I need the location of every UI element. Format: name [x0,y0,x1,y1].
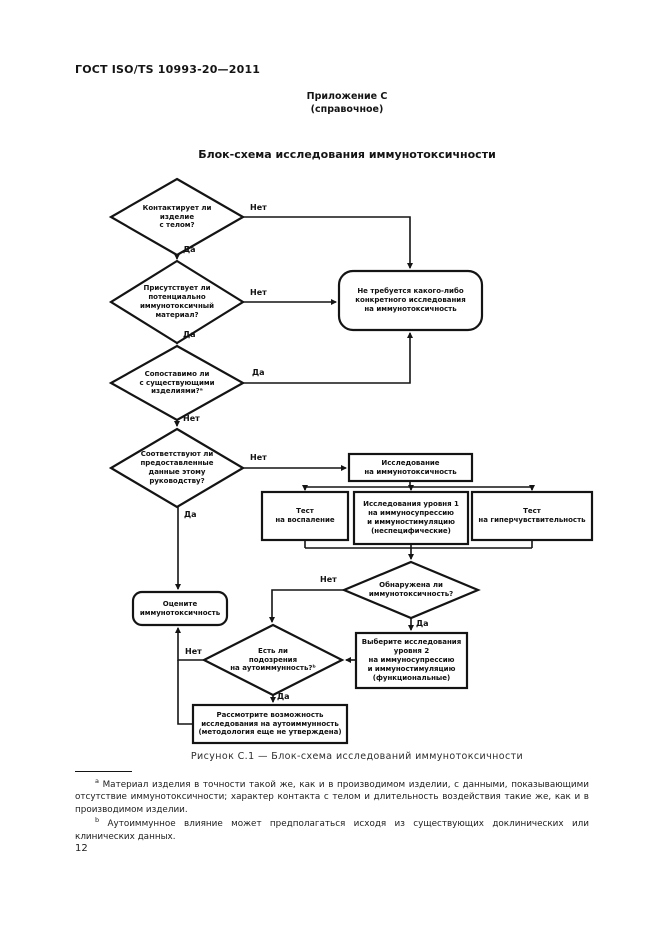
footnote-b-text: Аутоиммунное влияние может предполагатьс… [75,819,589,842]
edge-label-yes-found: Да [416,619,429,628]
edge-label-no-autoimmunity: Нет [185,647,202,656]
edge-label-no-found: Нет [320,575,337,584]
annex-title: Приложение С [306,91,388,102]
footnote-b: b Аутоиммунное влияние может предполагат… [75,816,589,843]
annex-type: (справочное) [310,104,384,115]
decision-immunotoxicity-found: Обнаружена ли иммунотоксичность? [368,581,454,598]
footnote-a-text: Материал изделия в точности такой же, ка… [75,779,590,815]
footnote-b-marker: b [95,816,100,825]
edge-label-yes-autoimmunity: Да [277,692,290,701]
edge-label-yes-material: Да [183,330,196,339]
page-number: 12 [75,843,88,854]
doc-number: ГОСТ ISO/TS 10993-20—2011 [75,63,261,76]
decision-data-conform-guidance: Соответствуют ли предоставленные данные … [140,450,214,485]
footnotes: a Материал изделия в точности такой же, … [75,771,589,843]
edge-label-yes-contact: Да [183,245,196,254]
edge-label-no-contact: Нет [250,203,267,212]
decision-contact-body: Контактирует ли изделие с телом? [142,203,212,230]
figure-title: Блок-схема исследования иммунотоксичност… [198,148,496,161]
decision-immunotoxic-material: Присутствует ли потенциально иммунотокси… [139,284,215,319]
process-level2-studies: Выберите исследования уровня 2 на иммуно… [361,638,462,682]
footnote-divider [75,771,132,772]
terminal-evaluate-immunotoxicity: Оцените иммунотоксичность [139,599,221,617]
edge-label-yes-conform: Да [184,510,197,519]
edge-label-no-conform: Нет [250,453,267,462]
edge-label-no-comparable: Нет [183,414,200,423]
footnote-a-marker: a [95,777,99,785]
process-hypersensitivity-test: Тест на гиперчувствительность [478,507,586,524]
process-level1-studies: Исследования уровня 1 на иммуносупрессию… [363,500,459,535]
process-inflammation-test: Тест на воспаление [275,507,335,524]
footnote-a: a Материал изделия в точности такой же, … [75,777,589,816]
decision-autoimmunity-suspicion: Есть ли подозрения на аутоиммунность?ᵇ [230,646,316,673]
edge-label-no-material: Нет [250,288,267,297]
edge-label-yes-comparable: Да [252,368,265,377]
figure-caption: Рисунок С.1 — Блок-схема исследований им… [190,751,524,762]
terminal-no-study-required: Не требуется какого-либо конкретного исс… [355,287,466,313]
process-consider-autoimmunity-study: Рассмотрите возможность исследования на … [198,710,342,737]
process-immunotoxicity-study: Исследование на иммунотоксичность [364,458,457,476]
decision-comparable-existing: Сопоставимо ли с существующими изделиями… [139,369,215,396]
